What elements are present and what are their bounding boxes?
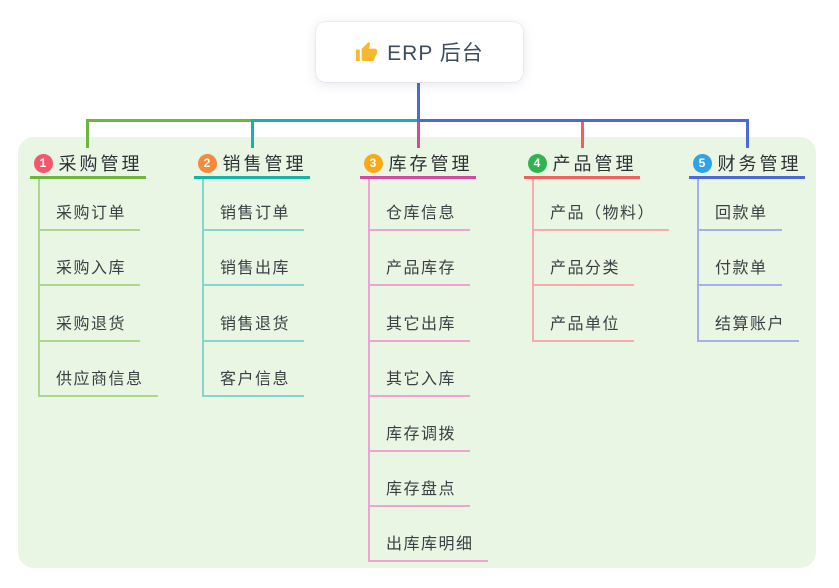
connector-line <box>86 121 89 148</box>
child-node[interactable]: 出库库明细 <box>368 531 488 562</box>
connector-line <box>417 121 420 148</box>
child-node[interactable]: 库存调拨 <box>368 421 471 452</box>
branch-label: 产品管理 <box>552 154 637 174</box>
root-node-erp[interactable]: ERP 后台 <box>316 22 523 82</box>
connector-line <box>368 179 370 562</box>
child-node[interactable]: 销售订单 <box>202 200 305 231</box>
connector-line <box>417 119 749 122</box>
child-node[interactable]: 其它入库 <box>368 366 471 397</box>
child-node[interactable]: 库存盘点 <box>368 476 471 507</box>
connector-line <box>532 179 534 342</box>
branch-node-sales-management[interactable]: 2 销售管理 <box>194 150 310 179</box>
child-node[interactable]: 付款单 <box>697 255 782 286</box>
child-node[interactable]: 产品分类 <box>532 255 635 286</box>
branch-label: 销售管理 <box>222 154 307 174</box>
root-connector-line <box>417 82 420 122</box>
child-node[interactable]: 其它出库 <box>368 311 471 342</box>
branch-node-product-management[interactable]: 4 产品管理 <box>524 150 640 179</box>
root-label: ERP 后台 <box>387 42 484 65</box>
child-node[interactable]: 采购退货 <box>38 311 141 342</box>
connector-line <box>202 179 204 397</box>
connector-line <box>38 179 40 397</box>
child-node[interactable]: 结算账户 <box>697 311 800 342</box>
connector-line <box>581 121 584 148</box>
branch-number-badge: 2 <box>197 153 217 173</box>
branch-label: 库存管理 <box>388 154 473 174</box>
child-node[interactable]: 销售出库 <box>202 255 305 286</box>
connector-line <box>697 179 699 342</box>
branch-number-badge: 4 <box>527 153 547 173</box>
child-node[interactable]: 供应商信息 <box>38 366 158 397</box>
child-node[interactable]: 仓库信息 <box>368 200 471 231</box>
child-node[interactable]: 产品库存 <box>368 255 471 286</box>
connector-line <box>251 119 420 122</box>
branch-node-inventory-management[interactable]: 3 库存管理 <box>360 150 476 179</box>
branch-node-purchase-management[interactable]: 1 采购管理 <box>30 150 146 179</box>
child-node[interactable]: 采购入库 <box>38 255 141 286</box>
branch-label: 采购管理 <box>58 154 143 174</box>
connector-line <box>251 121 254 148</box>
branches-panel <box>18 137 816 568</box>
branch-number-badge: 3 <box>363 153 383 173</box>
branch-node-finance-management[interactable]: 5 财务管理 <box>689 150 805 179</box>
branch-label: 财务管理 <box>717 154 802 174</box>
thumbs-up-icon <box>356 41 378 61</box>
branch-number-badge: 1 <box>33 153 53 173</box>
branch-number-badge: 5 <box>692 153 712 173</box>
child-node[interactable]: 回款单 <box>697 200 782 231</box>
child-node[interactable]: 采购订单 <box>38 200 141 231</box>
connector-line <box>746 121 749 148</box>
child-node[interactable]: 产品单位 <box>532 311 635 342</box>
child-node[interactable]: 销售退货 <box>202 311 305 342</box>
child-node[interactable]: 客户信息 <box>202 366 305 397</box>
child-node[interactable]: 产品（物料） <box>532 200 670 231</box>
